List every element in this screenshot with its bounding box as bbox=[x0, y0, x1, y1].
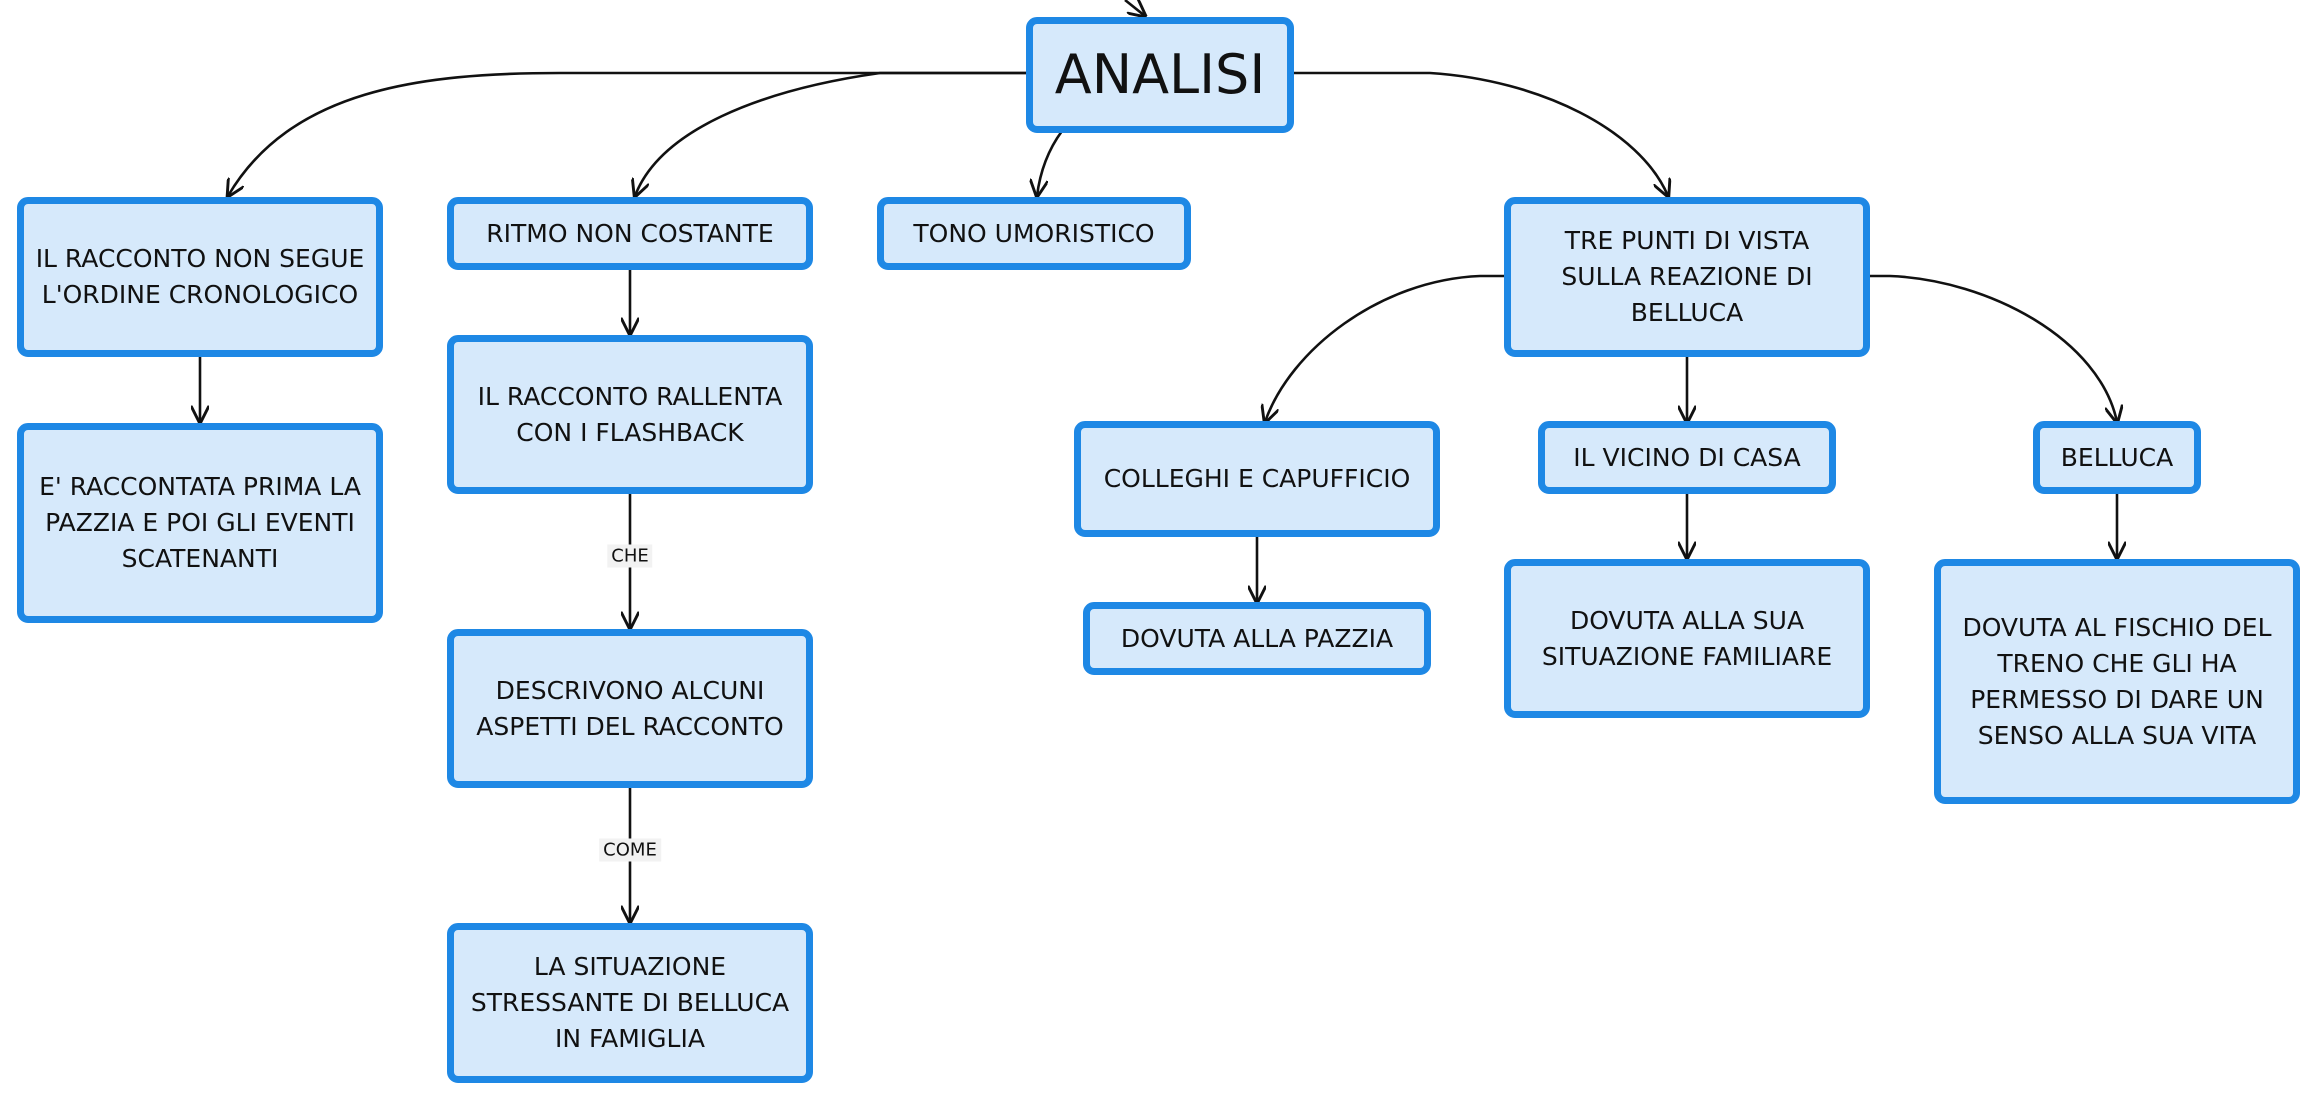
edge-analisi-ordine bbox=[228, 71, 1030, 196]
node-analisi[interactable]: ANALISI bbox=[1026, 17, 1294, 133]
edge-analisi-tono bbox=[1037, 130, 1064, 196]
edge-top-incoming bbox=[1124, 0, 1145, 16]
node-situazione-stressante[interactable]: LA SITUAZIONE STRESSANTE DI BELLUCA IN F… bbox=[447, 923, 813, 1083]
edge-label-che: CHE bbox=[607, 544, 653, 568]
node-colleghi-capufficio[interactable]: COLLEGHI E CAPUFFICIO bbox=[1074, 421, 1440, 537]
edge-tre-colleghi bbox=[1265, 274, 1506, 422]
node-vicino-di-casa[interactable]: IL VICINO DI CASA bbox=[1538, 421, 1836, 494]
node-dovuta-alla-pazzia[interactable]: DOVUTA ALLA PAZZIA bbox=[1083, 602, 1431, 675]
node-pazzia-prima[interactable]: E' RACCONTATA PRIMA LA PAZZIA E POI GLI … bbox=[17, 423, 383, 623]
edge-analisi-tre-punti bbox=[1290, 71, 1668, 196]
node-ritmo-non-costante[interactable]: RITMO NON COSTANTE bbox=[447, 197, 813, 270]
node-tono-umoristico[interactable]: TONO UMORISTICO bbox=[877, 197, 1191, 270]
node-ordine-cronologico[interactable]: IL RACCONTO NON SEGUE L'ORDINE CRONOLOGI… bbox=[17, 197, 383, 357]
edge-analisi-ritmo bbox=[635, 71, 1030, 196]
node-tre-punti-di-vista[interactable]: TRE PUNTI DI VISTA SULLA REAZIONE DI BEL… bbox=[1504, 197, 1870, 357]
node-dovuta-fischio-treno[interactable]: DOVUTA AL FISCHIO DEL TRENO CHE GLI HA P… bbox=[1934, 559, 2300, 804]
node-descrivono-aspetti[interactable]: DESCRIVONO ALCUNI ASPETTI DEL RACCONTO bbox=[447, 629, 813, 788]
edge-label-come: COME bbox=[599, 838, 661, 862]
node-racconto-rallenta[interactable]: IL RACCONTO RALLENTA CON I FLASHBACK bbox=[447, 335, 813, 494]
node-dovuta-situazione-familiare[interactable]: DOVUTA ALLA SUA SITUAZIONE FAMILIARE bbox=[1504, 559, 1870, 718]
node-belluca[interactable]: BELLUCA bbox=[2033, 421, 2201, 494]
edge-tre-belluca bbox=[1868, 274, 2117, 422]
